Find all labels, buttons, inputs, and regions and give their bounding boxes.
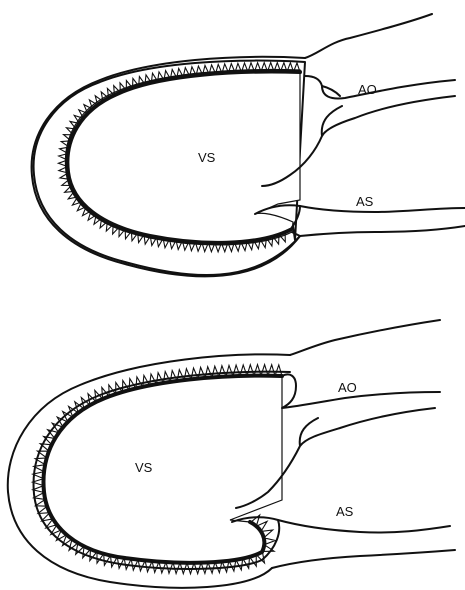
label-aorta-top: AO [358, 82, 377, 97]
label-atrium-top: AS [356, 194, 374, 209]
aortic-root-upper-wall-bottom [290, 320, 440, 355]
aortic-root-lower-wall-bottom [282, 374, 440, 408]
aortic-root-upper-wall [305, 14, 432, 58]
label-aorta-bottom: AO [338, 380, 357, 395]
atrium-lower-wall-bottom [278, 520, 450, 533]
atrium-bottom-wall-bottom [272, 550, 455, 568]
label-atrium-bottom: AS [336, 504, 354, 519]
heart-panel-top: VS AO AS [32, 14, 465, 276]
atrium-bottom-wall [300, 226, 465, 236]
label-ventricle-bottom: VS [135, 460, 153, 475]
atrium-lower-wall [300, 206, 465, 212]
ventricle-cavity-bottom [44, 376, 282, 563]
label-ventricle-top: VS [198, 150, 216, 165]
heart-panel-bottom: VS AO AS [8, 320, 455, 588]
